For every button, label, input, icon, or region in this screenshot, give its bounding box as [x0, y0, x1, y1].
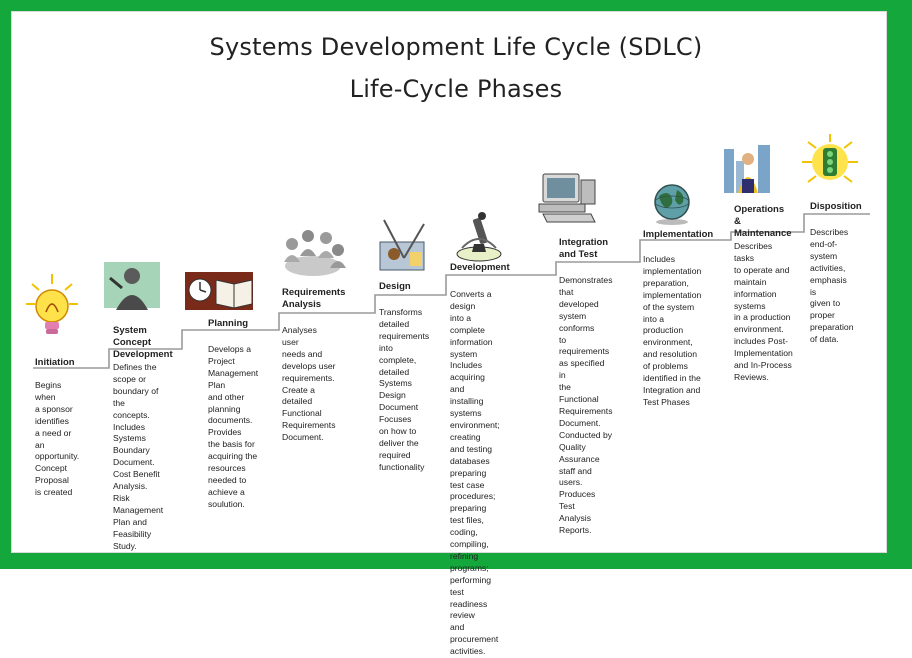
team-meeting-icon: [284, 230, 346, 276]
phase-description: Converts a design into a complete inform…: [450, 289, 500, 657]
phase-title: Design: [379, 281, 411, 292]
phase-description: Demonstrates that developed system confo…: [559, 275, 613, 536]
phase-description: Analyses user needs and develops user re…: [282, 325, 336, 443]
thinking-person-icon: [104, 262, 160, 310]
phase-title: Operations & Maintenance: [734, 204, 792, 239]
drafting-icon: [379, 219, 425, 271]
lightbulb-icon: [26, 274, 78, 334]
globe-icon: [654, 184, 690, 225]
phase-description: Includes implementation preparation, imp…: [643, 254, 702, 407]
phase-title: Development: [450, 262, 510, 273]
phase-description: Describes end-of-system activities, emph…: [810, 227, 854, 345]
phase-description: Defines the scope or boundary of the con…: [113, 362, 164, 551]
phase-title: Disposition: [810, 201, 862, 212]
phase-title: Integration and Test: [559, 237, 609, 260]
phase-description: Begins when a sponsor identifies a need …: [35, 380, 80, 498]
phase-description: Develops a Project Management Plan and o…: [208, 344, 259, 509]
phase-description: Describes tasks to operate and maintain …: [734, 241, 793, 382]
phase-description: Transforms detailed requirements into co…: [379, 307, 430, 472]
diagram-title-line1: Systems Development Life Cycle (SDLC): [209, 33, 703, 61]
phase-title: System Concept Development: [113, 325, 173, 360]
phase-title: Initiation: [35, 357, 75, 368]
microscope-icon: [456, 212, 502, 262]
city-worker-icon: [724, 145, 770, 193]
clock-book-icon: [185, 272, 253, 310]
phase-title: Implementation: [643, 229, 714, 240]
computer-icon: [538, 173, 596, 223]
diagram-title-line2: Life-Cycle Phases: [349, 75, 563, 103]
phase-title: Requirements Analysis: [282, 287, 346, 310]
phase-title: Planning: [208, 318, 249, 329]
traffic-light-icon: [802, 134, 858, 183]
staircase-line: [33, 213, 870, 369]
